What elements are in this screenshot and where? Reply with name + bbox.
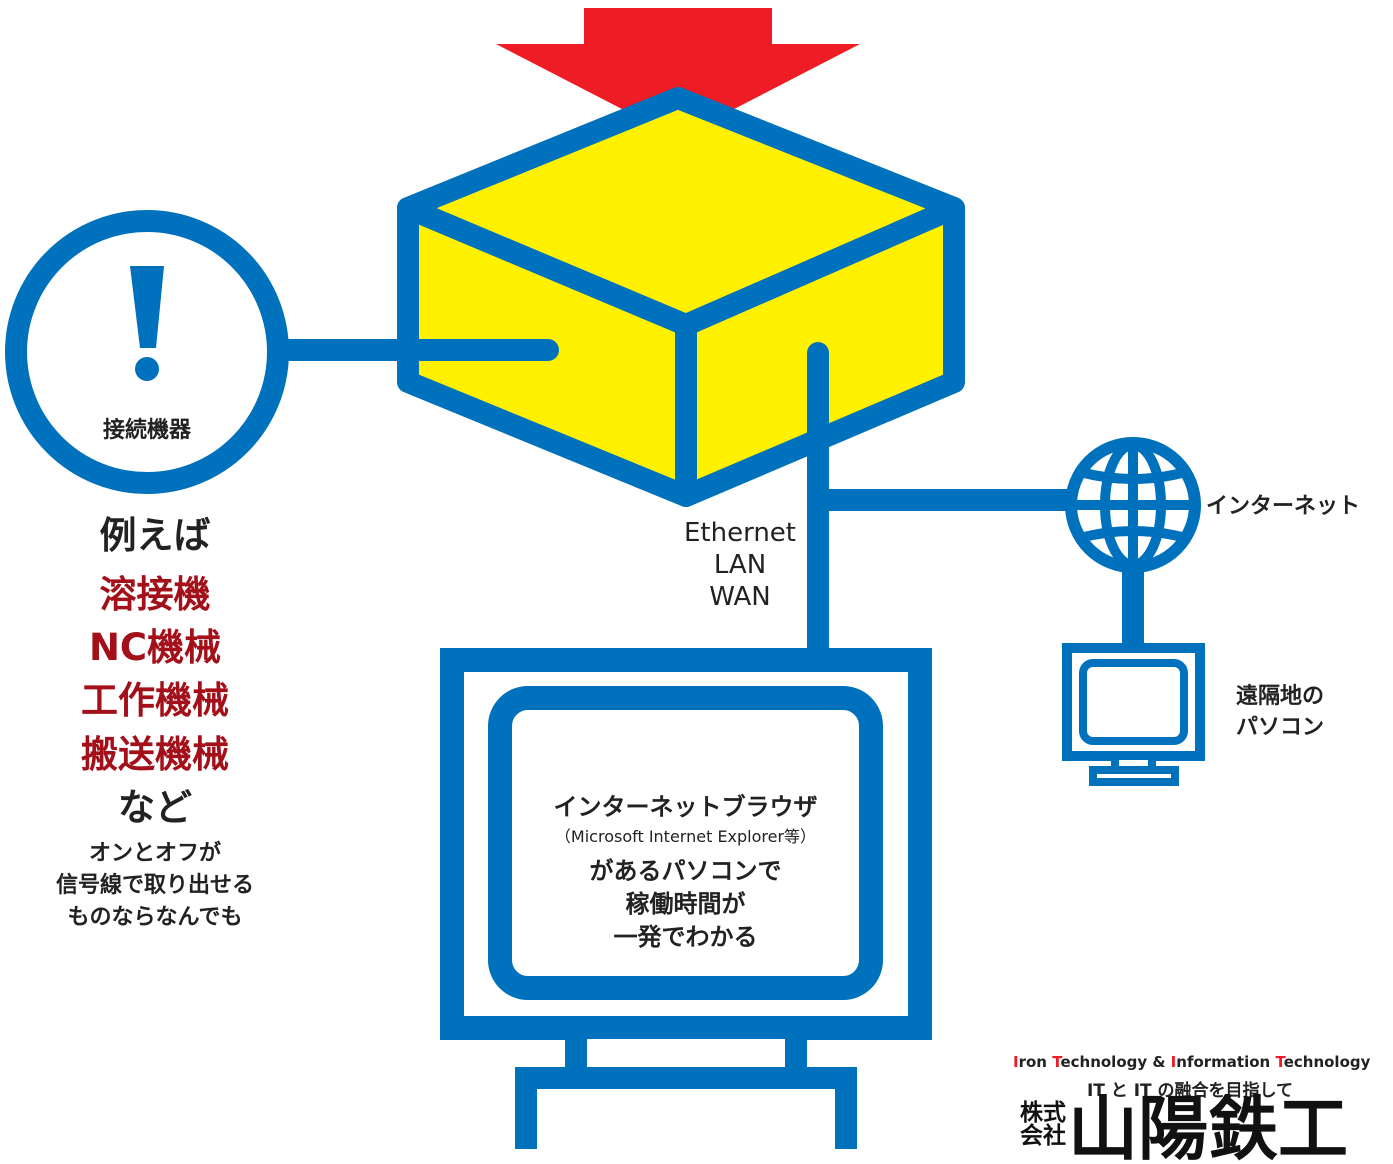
tagline-initial: I (1013, 1053, 1019, 1071)
main-monitor (440, 648, 932, 1149)
example-item: 搬送機械 (81, 733, 229, 776)
remote-pc-label: 遠隔地の (1235, 684, 1324, 709)
tagline-word: echnology (1283, 1053, 1371, 1071)
device-label: 接続機器 (102, 418, 191, 443)
tagline-initial: I (1170, 1053, 1177, 1071)
tagline-initial: T (1275, 1053, 1284, 1071)
monitor-text: 稼働時間が (625, 890, 746, 918)
example-item: 溶接機 (99, 573, 211, 616)
tagline-word: ron (1018, 1053, 1053, 1071)
device-circle (5, 210, 289, 494)
monitor-text: があるパソコンで (589, 857, 782, 885)
examples-note-line: オンとオフが (88, 841, 221, 866)
tagline-word: echnology & (1060, 1053, 1171, 1071)
example-item: 工作機械 (81, 679, 229, 722)
down-arrow (496, 8, 860, 138)
example-item: NC機械 (88, 626, 222, 669)
monitor-text: 一発でわかる (613, 923, 758, 951)
tagline-english: Iron Technology & Information Technology (1013, 1053, 1393, 1071)
network-label: LAN (713, 550, 767, 580)
company-name: 山陽鉄工 (1068, 1094, 1348, 1164)
network-label: Ethernet (684, 518, 796, 548)
globe-icon (1065, 437, 1201, 573)
tagline-japanese: IT と IT の融合を目指して (1086, 1081, 1294, 1101)
network-label: WAN (709, 582, 771, 612)
examples-suffix: など (118, 786, 192, 829)
company-prefix-bottom: 会社 (1020, 1123, 1066, 1149)
monitor-text-browser: インターネットブラウザ (553, 793, 818, 821)
monitor-text-example: （Microsoft Internet Explorer等） (554, 827, 817, 846)
remote-pc-label: パソコン (1235, 715, 1324, 740)
exclamation-icon (130, 266, 164, 381)
logger-box (397, 87, 965, 507)
tagline-initial: T (1052, 1053, 1061, 1071)
examples-intro: 例えば (99, 514, 211, 557)
computer-icon (1062, 643, 1205, 786)
examples-note-line: 信号線で取り出せる (55, 873, 254, 898)
tagline-word: nformation (1176, 1053, 1276, 1071)
internet-label: インターネット (1206, 494, 1361, 519)
examples-note-line: ものならなんでも (67, 905, 243, 930)
connection-lines (267, 339, 1144, 659)
company-prefix-top: 株式 (1020, 1100, 1066, 1126)
